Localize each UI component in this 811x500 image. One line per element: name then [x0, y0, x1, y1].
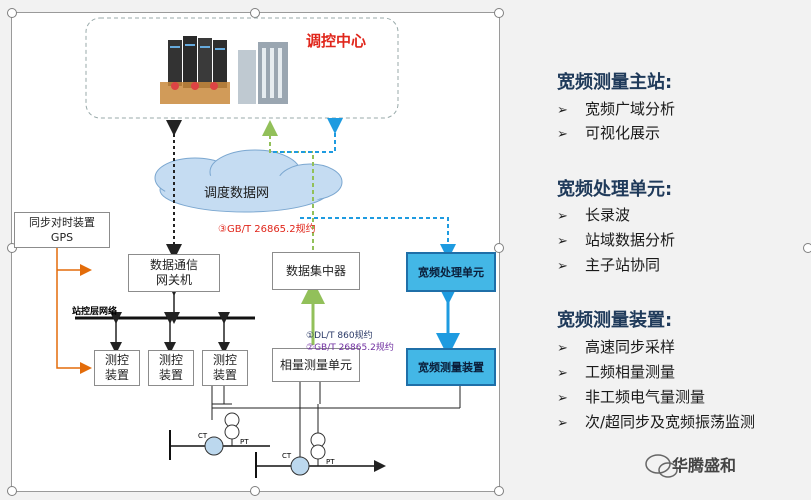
resize-handle[interactable]: [7, 243, 17, 253]
bullet-arrow-icon: ➢: [557, 341, 568, 356]
section-title-processing-unit: 宽频处理单元:: [557, 179, 673, 200]
data-concentrator-box[interactable]: 数据集中器: [272, 252, 360, 290]
control-device-3-line2: 装置: [212, 368, 237, 382]
resize-handle[interactable]: [494, 486, 504, 496]
control-device-1-line1: 测控: [104, 353, 129, 367]
bullet-text: 长录波: [585, 206, 631, 224]
section-title-measure-device: 宽频测量装置:: [557, 310, 673, 331]
server-illustration: [160, 36, 288, 104]
control-device-2-line2: 装置: [158, 368, 183, 382]
wideband-measure-device-box[interactable]: 宽频测量装置: [406, 348, 496, 386]
resize-handle[interactable]: [803, 243, 811, 253]
comm-gateway-line2: 网关机: [155, 273, 192, 287]
watermark-text: 华腾盛和: [672, 456, 737, 475]
data-concentrator-label: 数据集中器: [285, 263, 346, 278]
bullet-text: 工频相量测量: [585, 363, 676, 381]
bullet-arrow-icon: ➢: [557, 366, 568, 381]
bullet-arrow-icon: ➢: [557, 127, 568, 142]
bullet-text: 非工频电气量测量: [585, 388, 706, 406]
bullet-text: 站域数据分析: [585, 231, 676, 249]
control-device-2[interactable]: 测控 装置: [148, 350, 194, 386]
control-center-label: 调控中心: [306, 32, 367, 50]
dispatch-network-label: 调度数据网: [204, 186, 270, 201]
bullet-arrow-icon: ➢: [557, 234, 568, 249]
bullet-item: ➢ 站域数据分析: [557, 229, 675, 250]
pmu-unit-label: 相量测量单元: [279, 357, 352, 372]
pt-label: PT: [240, 438, 249, 446]
bullet-arrow-icon: ➢: [557, 259, 568, 274]
sync-device-name: 同步对时装置: [29, 216, 95, 229]
bullet-text: 主子站协同: [585, 256, 661, 274]
control-device-3[interactable]: 测控 装置: [202, 350, 248, 386]
bullet-text: 次/超同步及宽频振荡监测: [585, 413, 756, 431]
bullet-arrow-icon: ➢: [557, 391, 568, 406]
control-device-1-line2: 装置: [104, 368, 129, 382]
resize-handle[interactable]: [494, 243, 504, 253]
wideband-processing-unit-box[interactable]: 宽频处理单元: [406, 252, 496, 292]
bullet-text: 可视化展示: [585, 124, 661, 142]
bullet-item: ➢ 高速同步采样: [557, 336, 675, 357]
bullet-item: ➢ 宽频广域分析: [557, 98, 675, 119]
control-device-2-line1: 测控: [158, 353, 183, 367]
bullet-arrow-icon: ➢: [557, 416, 568, 431]
comm-gateway-box[interactable]: 数据通信 网关机: [128, 254, 220, 292]
wideband-measure-device-label: 宽频测量装置: [418, 360, 484, 374]
ct-label-2: CT: [282, 452, 292, 460]
sync-device-box[interactable]: 同步对时装置 GPS: [14, 212, 110, 248]
sync-device-gps: GPS: [50, 231, 74, 244]
bullet-item: ➢ 次/超同步及宽频振荡监测: [557, 411, 755, 432]
section-title-main-station: 宽频测量主站:: [557, 72, 673, 93]
resize-handle[interactable]: [250, 486, 260, 496]
comm-gateway-line1: 数据通信: [149, 258, 198, 272]
resize-handle[interactable]: [7, 8, 17, 18]
bullet-item: ➢ 非工频电气量测量: [557, 386, 705, 407]
protocol-1-label: ①DL/T 860规约: [306, 331, 373, 341]
bullet-arrow-icon: ➢: [557, 209, 568, 224]
station-network-label: 站控层网络: [72, 307, 118, 317]
wechat-icon: [645, 454, 678, 478]
bullet-item: ➢ 可视化展示: [557, 122, 660, 143]
protocol-2-label: ②GB/T 26865.2规约: [306, 343, 394, 353]
cloud-shape: [154, 149, 343, 213]
wideband-processing-unit-label: 宽频处理单元: [418, 265, 484, 279]
bullet-item: ➢ 主子站协同: [557, 254, 660, 275]
resize-handle[interactable]: [7, 486, 17, 496]
pt-label-2: PT: [326, 458, 335, 466]
bullet-arrow-icon: ➢: [557, 103, 568, 118]
ct-label: CT: [198, 432, 208, 440]
right-panel: 宽频测量主站: ➢ 宽频广域分析 ➢ 可视化展示 宽频处理单元: ➢ 长录波 ➢ 站域数…: [505, 0, 811, 500]
bullet-text: 宽频广域分析: [585, 100, 676, 118]
protocol-3-label: ③GB/T 26865.2规约: [218, 224, 316, 235]
resize-handle[interactable]: [494, 8, 504, 18]
pmu-unit-box[interactable]: 相量测量单元: [272, 348, 360, 382]
control-device-1[interactable]: 测控 装置: [94, 350, 140, 386]
control-device-3-line1: 测控: [212, 353, 237, 367]
bullet-text: 高速同步采样: [585, 338, 676, 356]
bullet-item: ➢ 长录波: [557, 204, 630, 225]
bullet-item: ➢ 工频相量测量: [557, 361, 675, 382]
